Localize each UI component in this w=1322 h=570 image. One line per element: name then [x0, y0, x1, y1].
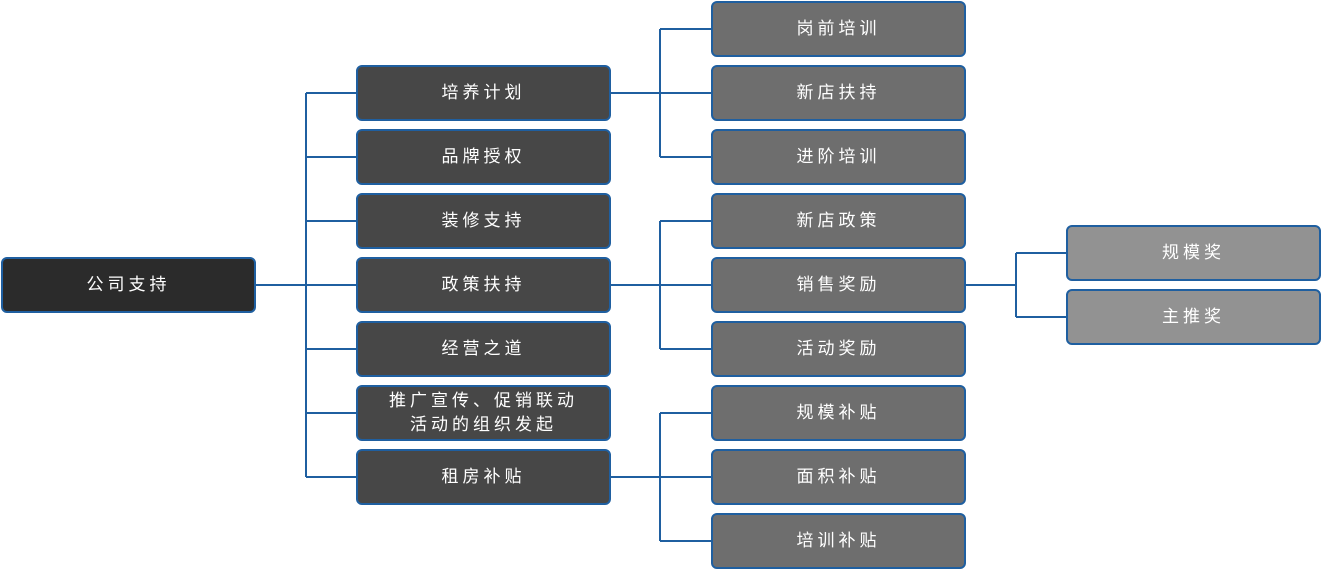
- node-label: 岗前培训: [796, 19, 881, 39]
- node-decoration-support[interactable]: 装修支持: [356, 193, 611, 249]
- node-new-store-policy[interactable]: 新店政策: [711, 193, 966, 249]
- node-label: 公司支持: [86, 275, 171, 295]
- node-brand-authorization[interactable]: 品牌授权: [356, 129, 611, 185]
- node-label: 面积补贴: [796, 467, 881, 487]
- node-label: 培养计划: [441, 83, 526, 103]
- node-scale-subsidy[interactable]: 规模补贴: [711, 385, 966, 441]
- node-rent-subsidy[interactable]: 租房补贴: [356, 449, 611, 505]
- node-business-way[interactable]: 经营之道: [356, 321, 611, 377]
- node-label: 销售奖励: [796, 275, 881, 295]
- node-label: 品牌授权: [441, 147, 526, 167]
- node-label: 推广宣传、促销联动 活动的组织发起: [389, 391, 578, 435]
- node-label: 培训补贴: [796, 531, 881, 551]
- node-policy-support[interactable]: 政策扶持: [356, 257, 611, 313]
- node-label: 租房补贴: [441, 467, 526, 487]
- node-training-plan[interactable]: 培养计划: [356, 65, 611, 121]
- node-area-subsidy[interactable]: 面积补贴: [711, 449, 966, 505]
- connector-root-to-level1: [256, 92, 356, 478]
- node-activity-reward[interactable]: 活动奖励: [711, 321, 966, 377]
- node-advanced-training[interactable]: 进阶培训: [711, 129, 966, 185]
- node-label: 政策扶持: [441, 275, 526, 295]
- connector-policy-children: [611, 220, 711, 350]
- node-label: 规模奖: [1162, 243, 1225, 263]
- node-label: 新店政策: [796, 211, 881, 231]
- node-company-support[interactable]: 公司支持: [1, 257, 256, 313]
- node-label: 新店扶持: [796, 83, 881, 103]
- node-label: 规模补贴: [796, 403, 881, 423]
- node-label: 进阶培训: [796, 147, 881, 167]
- node-label: 主推奖: [1162, 307, 1225, 327]
- connector-training-plan-children: [611, 28, 711, 158]
- node-label: 活动奖励: [796, 339, 881, 359]
- connector-rent-children: [611, 412, 711, 542]
- node-main-push-award[interactable]: 主推奖: [1066, 289, 1321, 345]
- node-pre-job-training[interactable]: 岗前培训: [711, 1, 966, 57]
- node-new-store-support[interactable]: 新店扶持: [711, 65, 966, 121]
- node-label: 经营之道: [441, 339, 526, 359]
- node-training-subsidy[interactable]: 培训补贴: [711, 513, 966, 569]
- node-label: 装修支持: [441, 211, 526, 231]
- node-promotion-activities[interactable]: 推广宣传、促销联动 活动的组织发起: [356, 385, 611, 441]
- node-sales-reward[interactable]: 销售奖励: [711, 257, 966, 313]
- connector-sales-reward-children: [966, 252, 1066, 318]
- node-scale-award[interactable]: 规模奖: [1066, 225, 1321, 281]
